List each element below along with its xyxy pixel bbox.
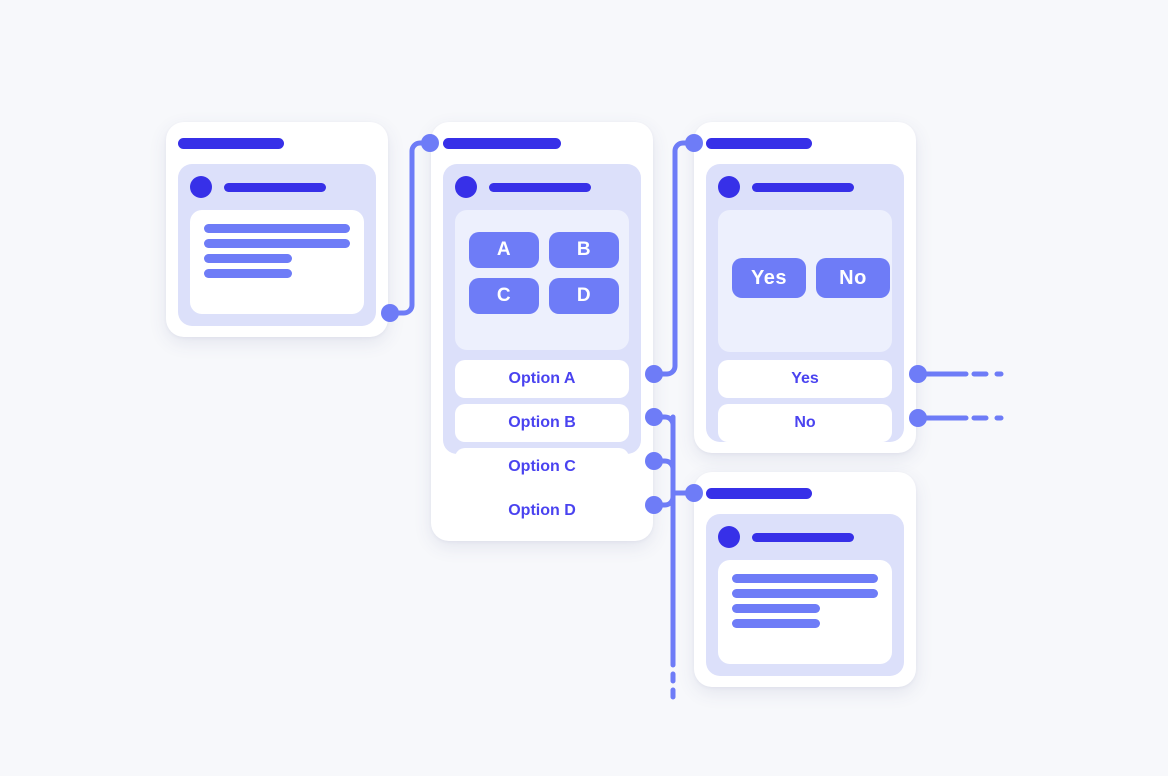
skeleton-line: [204, 254, 292, 263]
choice-chip-b[interactable]: B: [549, 232, 619, 268]
option-row-b[interactable]: Option B: [455, 404, 629, 442]
wire-message-to-choice: [387, 140, 433, 316]
yesno-chip-grid: Yes No: [732, 258, 890, 298]
option-d-output-port[interactable]: [645, 496, 663, 514]
skeleton-line: [204, 224, 350, 233]
avatar: [718, 526, 740, 548]
yesno-chip-yes[interactable]: Yes: [732, 258, 806, 298]
yes-no-node-input-port[interactable]: [685, 134, 703, 152]
panel-header: [718, 176, 854, 198]
option-row-yes[interactable]: Yes: [718, 360, 892, 398]
yesno-preview-box: Yes No: [718, 210, 892, 352]
panel-header: [718, 526, 854, 548]
choice-chip-c[interactable]: C: [469, 278, 539, 314]
choice-option-list: Option A Option B Option C Option D: [455, 360, 629, 530]
panel-header-placeholder: [489, 182, 591, 192]
yes-output-port[interactable]: [909, 365, 927, 383]
panel-header-placeholder: [224, 182, 326, 192]
avatar: [190, 176, 212, 198]
node-body-panel: A B C D Option A Option B Option C Optio…: [443, 164, 641, 530]
skeleton-line: [204, 269, 292, 278]
message-node[interactable]: [166, 122, 388, 337]
node-title-placeholder: [443, 138, 561, 149]
skeleton-line: [732, 619, 820, 628]
end-message-node[interactable]: [694, 472, 916, 687]
option-row-d[interactable]: Option D: [455, 492, 629, 530]
wire-optionA-to-yesno: [651, 140, 697, 377]
yesno-chip-no[interactable]: No: [816, 258, 890, 298]
option-row-c[interactable]: Option C: [455, 448, 629, 486]
node-title-placeholder: [706, 488, 812, 499]
panel-header: [190, 176, 326, 198]
yesno-option-list: Yes No: [718, 360, 892, 442]
node-title-placeholder: [178, 138, 284, 149]
skeleton-line: [204, 239, 350, 248]
option-row-no[interactable]: No: [718, 404, 892, 442]
end-message-node-input-port[interactable]: [685, 484, 703, 502]
choice-preview-box: A B C D: [455, 210, 629, 350]
choice-chip-grid: A B C D: [469, 232, 619, 314]
skeleton-line: [732, 574, 878, 583]
multiple-choice-node[interactable]: A B C D Option A Option B Option C Optio…: [431, 122, 653, 541]
message-node-output-port[interactable]: [381, 304, 399, 322]
skeleton-line: [732, 604, 820, 613]
node-title-placeholder: [706, 138, 812, 149]
no-output-port[interactable]: [909, 409, 927, 427]
avatar: [455, 176, 477, 198]
panel-header-placeholder: [752, 182, 854, 192]
option-b-output-port[interactable]: [645, 408, 663, 426]
option-c-output-port[interactable]: [645, 452, 663, 470]
message-content-box: [718, 560, 892, 664]
node-body-panel: [178, 164, 376, 326]
option-row-a[interactable]: Option A: [455, 360, 629, 398]
yes-no-node[interactable]: Yes No Yes No: [694, 122, 916, 453]
node-body-panel: [706, 514, 904, 676]
multiple-choice-node-input-port[interactable]: [421, 134, 439, 152]
message-content-box: [190, 210, 364, 314]
panel-header: [455, 176, 591, 198]
avatar: [718, 176, 740, 198]
node-body-panel: Yes No Yes No: [706, 164, 904, 442]
choice-chip-d[interactable]: D: [549, 278, 619, 314]
panel-header-placeholder: [752, 532, 854, 542]
choice-chip-a[interactable]: A: [469, 232, 539, 268]
skeleton-line: [732, 589, 878, 598]
option-a-output-port[interactable]: [645, 365, 663, 383]
